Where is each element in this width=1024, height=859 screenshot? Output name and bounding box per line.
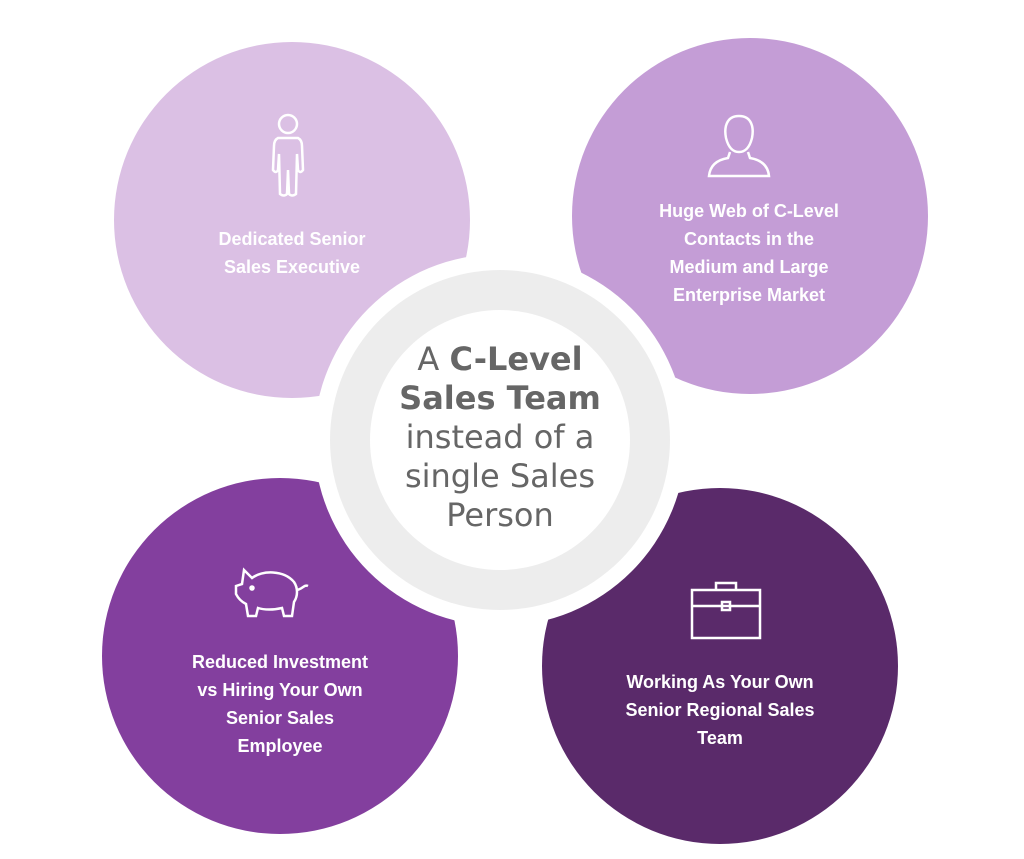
center-text-a: A	[417, 340, 450, 378]
label-regional-team: Working As Your Own Senior Regional Sale…	[590, 668, 850, 752]
center-title: A C-Level Sales Team instead of a single…	[370, 340, 630, 535]
label-line: Employee	[237, 736, 323, 756]
label-line: Huge Web of C-Level	[659, 201, 839, 221]
user-bust-icon	[707, 114, 771, 178]
label-line: Reduced Investment	[191, 652, 369, 672]
label-line: Sales Executive	[223, 257, 361, 277]
center-line-1: A C-Level	[370, 340, 630, 379]
person-icon	[271, 113, 305, 197]
label-line: Enterprise Market	[672, 285, 826, 305]
briefcase-icon	[690, 581, 762, 640]
piggy-bank-icon	[234, 567, 309, 618]
label-line: Dedicated Senior	[218, 229, 366, 249]
center-text-bold: C-Level	[449, 340, 583, 378]
label-line: Working As Your Own	[626, 672, 814, 692]
center-text-bold: Sales Team	[399, 379, 601, 417]
label-c-level-contacts: Huge Web of C-Level Contacts in the Medi…	[619, 197, 879, 309]
label-line: Senior Regional Sales	[625, 700, 815, 720]
center-circle	[370, 310, 630, 570]
center-line-5: Person	[446, 496, 554, 534]
label-reduced-investment: Reduced Investment vs Hiring Your Own Se…	[150, 648, 410, 760]
label-line: Medium and Large	[669, 257, 829, 277]
label-dedicated-executive: Dedicated Senior Sales Executive	[162, 225, 422, 281]
center-line-2: Sales Team	[370, 379, 630, 418]
label-line: vs Hiring Your Own	[197, 680, 363, 700]
label-line: Senior Sales	[225, 708, 335, 728]
center-line-4: single Sales	[404, 457, 596, 495]
center-line-3: instead of a	[405, 418, 595, 456]
label-line: Contacts in the	[683, 229, 814, 249]
label-line: Team	[697, 728, 743, 748]
